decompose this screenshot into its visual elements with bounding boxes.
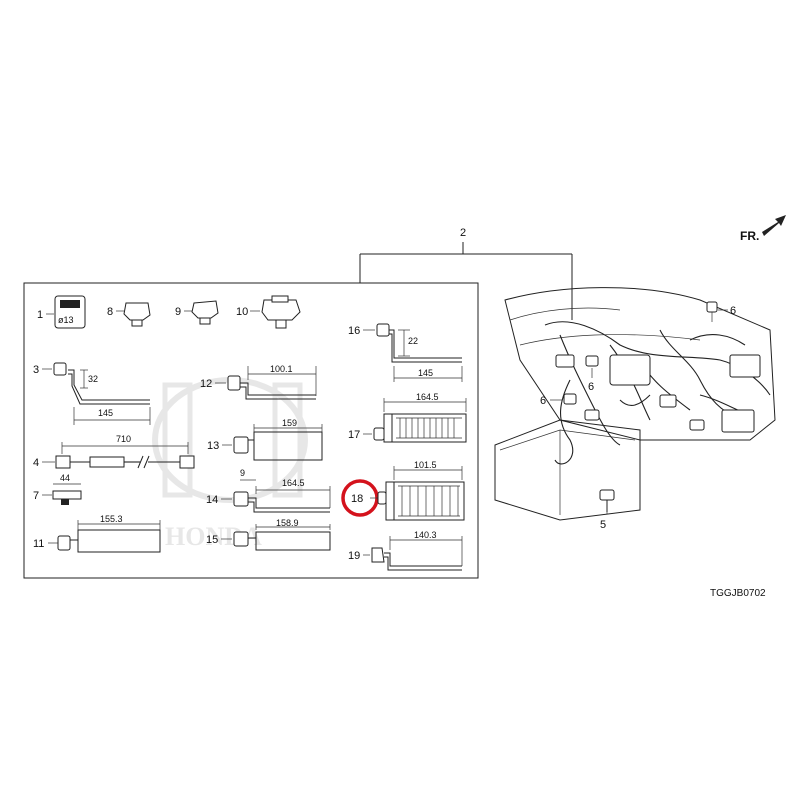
part-number: 9 xyxy=(175,306,181,318)
part-12[interactable]: 12 100.1 xyxy=(200,364,317,400)
dashboard-harness-illustration xyxy=(494,287,776,521)
fr-label: FR. xyxy=(740,229,759,243)
part-dim: 100.1 xyxy=(270,364,293,374)
part-number: 8 xyxy=(107,306,113,318)
part-dim: 145 xyxy=(98,408,113,418)
part-number: 12 xyxy=(200,378,212,390)
part-number: 13 xyxy=(207,440,219,452)
part-dim: 44 xyxy=(60,473,70,483)
part-number: 19 xyxy=(348,550,360,562)
part-7[interactable]: 7 44 xyxy=(33,473,82,505)
part-5[interactable]: 5 xyxy=(599,489,615,531)
part-number: 6 xyxy=(730,305,736,317)
part-number: 6 xyxy=(540,395,546,407)
assembly-callout-2: 2 xyxy=(359,227,573,320)
part-number: 7 xyxy=(33,490,39,502)
part-16[interactable]: 16 22 145 xyxy=(348,323,463,382)
part-number: 5 xyxy=(600,519,606,531)
part-number: 6 xyxy=(588,381,594,393)
part-number: 17 xyxy=(348,429,360,441)
part-9[interactable]: 9 xyxy=(175,300,219,325)
part-number: 1 xyxy=(37,309,43,321)
part-dim: 158.9 xyxy=(276,518,299,528)
part-dim: 101.5 xyxy=(414,460,437,470)
part-dim: 140.3 xyxy=(414,530,437,540)
parts-box xyxy=(23,282,479,579)
part-4[interactable]: 4 710 xyxy=(33,434,195,469)
part-number: 11 xyxy=(33,538,44,550)
part-number: 4 xyxy=(33,457,39,469)
part-1[interactable]: 1 ø13 xyxy=(37,295,86,329)
part-number: 15 xyxy=(206,534,218,546)
part-dim: 159 xyxy=(282,418,297,428)
part-14[interactable]: 14 9 164.5 xyxy=(206,468,331,513)
part-18[interactable]: 18 101.5 xyxy=(341,460,465,521)
part-10[interactable]: 10 xyxy=(236,295,301,329)
part-6-upper[interactable]: 6 xyxy=(706,301,736,322)
part-dim: 164.5 xyxy=(416,392,439,402)
part-dim: 164.5 xyxy=(282,478,305,488)
part-6-left[interactable]: 6 xyxy=(540,393,577,407)
callout-number: 2 xyxy=(460,227,466,239)
part-3[interactable]: 3 32 145 xyxy=(33,362,151,425)
front-direction-arrow: FR. xyxy=(740,215,786,243)
part-17[interactable]: 17 164.5 xyxy=(348,392,467,443)
part-dim: ø13 xyxy=(58,315,74,325)
part-19[interactable]: 19 140.3 xyxy=(348,530,463,571)
part-number: 18 xyxy=(351,493,363,505)
part-15[interactable]: 15 158.9 xyxy=(206,518,331,551)
part-number: 10 xyxy=(236,306,248,318)
part-8[interactable]: 8 xyxy=(107,302,151,327)
part-number: 14 xyxy=(206,494,218,506)
part-dim: 710 xyxy=(116,434,131,444)
part-dim: 9 xyxy=(240,468,245,478)
part-dim: 145 xyxy=(418,368,433,378)
part-dim: 155.3 xyxy=(100,514,123,524)
part-number: 16 xyxy=(348,325,360,337)
part-dim: 22 xyxy=(408,336,418,346)
part-dim: 32 xyxy=(88,374,98,384)
part-11[interactable]: 11 155.3 xyxy=(33,514,161,553)
part-6-middle[interactable]: 6 xyxy=(585,355,599,393)
part-13[interactable]: 13 159 xyxy=(207,418,323,461)
part-number: 3 xyxy=(33,364,39,376)
figure-code: TGGJB0702 xyxy=(710,588,766,599)
